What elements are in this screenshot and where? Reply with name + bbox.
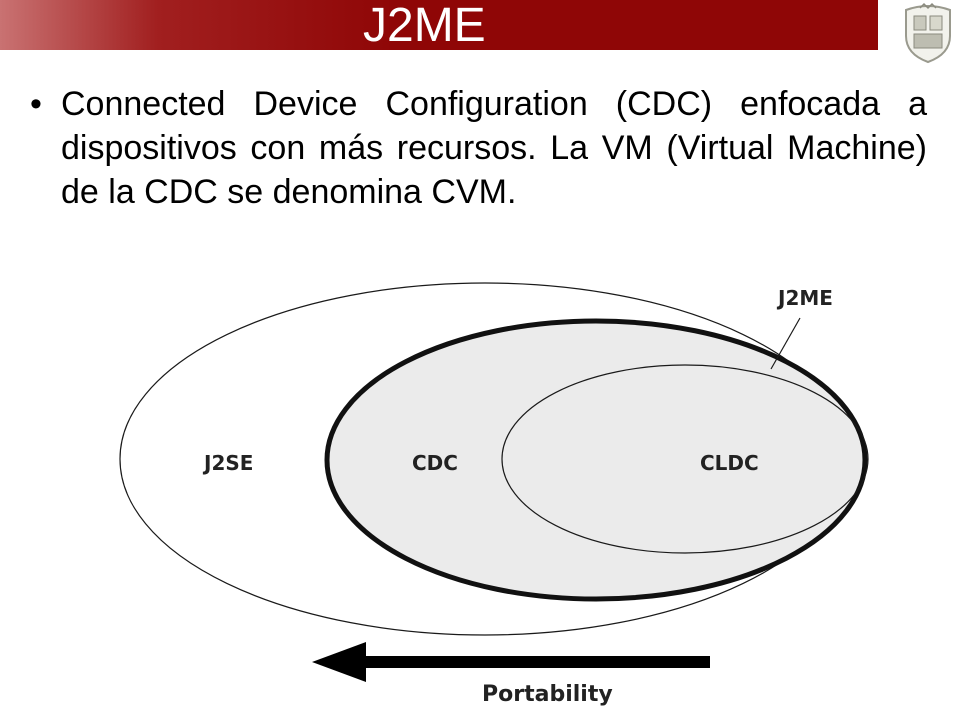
title-bar (0, 0, 878, 50)
university-crest-icon (905, 2, 951, 64)
bullet-list: • Connected Device Configuration (CDC) e… (30, 82, 940, 274)
slide-title: J2ME (363, 0, 486, 52)
bullet-item: Connected Device Configuration (CDC) enf… (61, 85, 927, 211)
bullet-marker: • (30, 85, 42, 123)
cdc-label: CDC (412, 451, 458, 475)
portability-arrow (312, 642, 710, 682)
j2se-label: J2SE (202, 451, 253, 475)
portability-label: Portability (482, 682, 613, 707)
j2me-label: J2ME (776, 286, 833, 310)
j2me-pointer-line (770, 317, 801, 370)
cldc-ellipse (501, 364, 869, 554)
cdc-ellipse (324, 318, 868, 602)
cldc-label: CLDC (700, 451, 759, 475)
